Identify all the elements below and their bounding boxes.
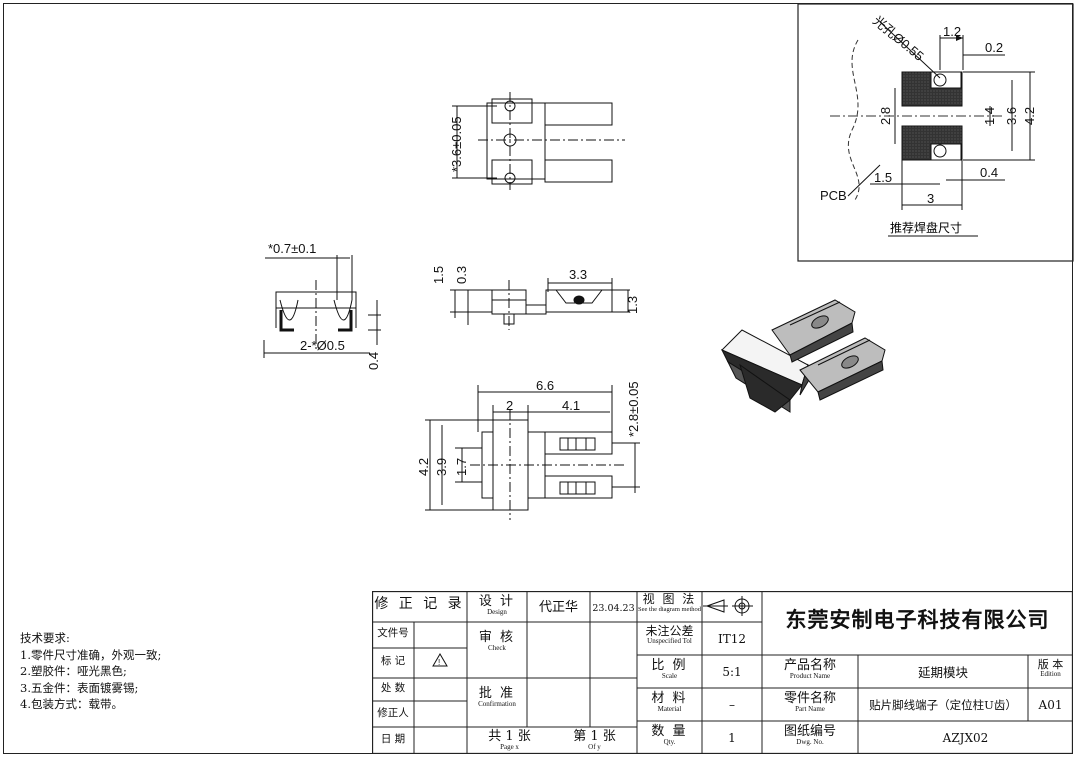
dim-2-8: 2.8 xyxy=(878,107,893,125)
reviser-label: 修正人 xyxy=(377,707,409,719)
design-date: 23.04.23 xyxy=(592,603,635,614)
date-label: 日 期 xyxy=(380,733,406,745)
dim-0-2: 0.2 xyxy=(985,40,1003,55)
dim-front-15: 1.5 xyxy=(431,266,446,284)
mark-label: 标 记 xyxy=(380,655,406,667)
part-name-value: 贴片脚线端子（定位柱U齿） xyxy=(869,698,1017,712)
product-name-value: 延期模块 xyxy=(917,665,968,680)
total-sheets: 共 1 张 Page x xyxy=(488,729,531,751)
dim-side-pin: 2-*Ø0.5 xyxy=(300,338,345,353)
company-name: 东莞安制电子科技有限公司 xyxy=(785,607,1050,632)
top-view xyxy=(452,92,625,190)
qty-value: 1 xyxy=(728,731,736,745)
dim-side-07: *0.7±0.1 xyxy=(268,241,316,256)
dim-1-4: 1.4 xyxy=(982,107,997,125)
designer-name: 代正华 xyxy=(538,600,578,615)
title-block: ! 修 正 记 录 文件号 标 记 处 数 修正人 日 期 设 计 Design… xyxy=(372,591,1073,754)
dim-front-33: 3.3 xyxy=(569,267,587,282)
scale-value: 5:1 xyxy=(722,665,742,679)
tolerance-cell: 未注公差 Unspecified Tol xyxy=(645,624,694,645)
dim-3: 3 xyxy=(927,191,934,206)
dim-4-2: 4.2 xyxy=(1022,107,1037,125)
design-cell: 设 计 Design xyxy=(478,594,516,616)
notes-title: 技术要求: xyxy=(20,631,70,645)
dim-top-36: *3.6±0.05 xyxy=(449,116,464,172)
dim-front-03: 0.3 xyxy=(454,266,469,284)
product-name-label: 产品名称 Product Name xyxy=(783,658,836,680)
qty-cell: 数 量 Qty. xyxy=(651,724,688,746)
confirm-cell: 批 准 Confirmation xyxy=(478,686,516,708)
bottom-view xyxy=(425,385,640,520)
title-block-grid: ! xyxy=(372,591,1073,754)
drawing-number-value: AZJX02 xyxy=(942,731,989,745)
dim-bot-17: 1.7 xyxy=(454,458,469,476)
material-cell: 材 料 Material xyxy=(651,691,688,713)
dim-1-5: 1.5 xyxy=(874,170,892,185)
isometric-view xyxy=(720,299,886,413)
dim-bot-66: 6.6 xyxy=(536,378,554,393)
projection-symbol-icon xyxy=(703,596,753,616)
drawing-number-label: 图纸编号 Dwg. No. xyxy=(783,724,836,746)
revision-record-header: 修 正 记 录 xyxy=(374,596,465,612)
technical-requirements: 技术要求: 1.零件尺寸准确，外观一致; 2.塑胶件：哑光黑色; 3.五金件：表… xyxy=(20,630,161,713)
sheet-number: 第 1 张 Of y xyxy=(573,729,616,751)
dim-bot-41: 4.1 xyxy=(562,398,580,413)
dim-3-6: 3.6 xyxy=(1004,107,1019,125)
check-cell: 审 核 Check xyxy=(478,630,516,652)
note-item: 4.包装方式：载带。 xyxy=(20,697,123,711)
hole-label: 光孔Ø0.55 xyxy=(870,13,927,64)
edition-label: 版 本 Edition xyxy=(1037,658,1064,678)
dim-1-2: 1.2 xyxy=(943,24,961,39)
dim-0-4: 0.4 xyxy=(980,165,998,180)
scale-cell: 比 例 Scale xyxy=(651,658,688,680)
svg-text:!: ! xyxy=(438,658,440,667)
edition-value: A01 xyxy=(1038,698,1063,712)
dim-bot-39: 3.9 xyxy=(434,458,449,476)
revision-triangle-icon xyxy=(432,653,448,667)
pad-caption: 推荐焊盘尺寸 xyxy=(890,220,962,235)
side-view xyxy=(263,255,381,358)
view-method-cell: 视 图 法 See the diagram method xyxy=(638,592,701,613)
tolerance-value: IT12 xyxy=(717,632,746,646)
dim-bot-42: 4.2 xyxy=(416,458,431,476)
pcb-label: PCB xyxy=(820,188,847,203)
dim-front-13: 1.3 xyxy=(625,296,640,314)
doc-no-label: 文件号 xyxy=(377,627,409,639)
dim-bot-28: *2.8±0.05 xyxy=(626,381,641,437)
pad-layout-inset: 光孔Ø0.55 1.2 0.2 2.8 1.4 3.6 4.2 1.5 0.4 … xyxy=(797,3,1074,262)
note-item: 1.零件尺寸准确，外观一致; xyxy=(20,647,162,662)
front-view xyxy=(450,278,630,330)
dim-bot-2: 2 xyxy=(506,398,513,413)
note-item: 2.塑胶件：哑光黑色; xyxy=(20,664,127,678)
note-item: 3.五金件：表面镀雾锡; xyxy=(20,680,139,695)
location-label: 处 数 xyxy=(380,682,406,694)
part-name-label: 零件名称 Part Name xyxy=(783,691,836,713)
material-value: – xyxy=(729,698,735,712)
dim-side-04: 0.4 xyxy=(366,352,381,370)
